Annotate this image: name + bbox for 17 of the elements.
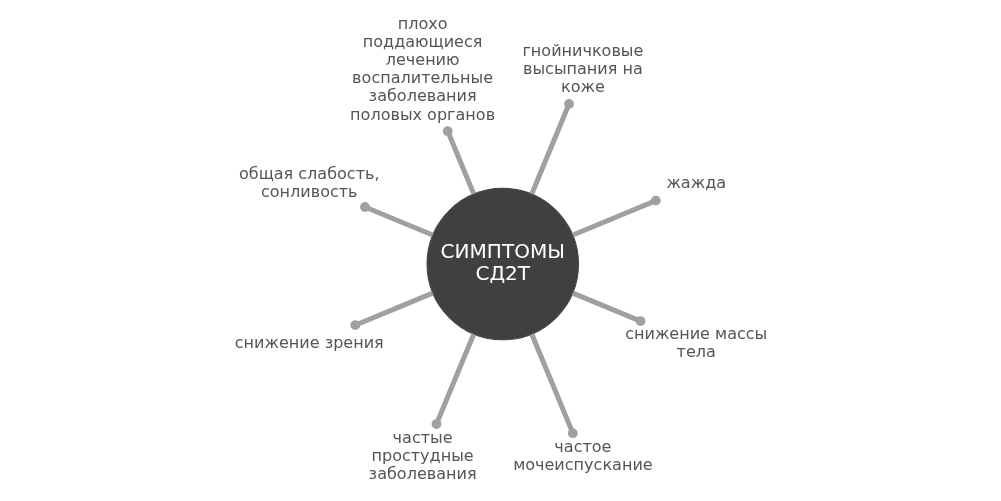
node-text: частое мочеиспускание	[512, 437, 653, 475]
connector	[359, 202, 434, 238]
connector	[431, 333, 476, 429]
node-text: снижение массы тела	[624, 323, 767, 362]
node-text: плохо поддающиеся лечению воспалительные заболевания половых органов	[349, 14, 495, 124]
node-text: жажда	[665, 172, 726, 192]
node-text: общая слабость, сонливость	[238, 163, 380, 201]
connector	[349, 290, 434, 331]
connector	[529, 333, 578, 439]
connector	[571, 195, 661, 238]
connector	[571, 290, 645, 326]
connector	[529, 99, 574, 195]
connector	[442, 126, 476, 195]
node-text: частые простудные заболевания	[368, 428, 477, 484]
node-text: снижение зрения	[234, 333, 384, 352]
node-circle: СИМПТОМЫ СД2Т	[426, 187, 579, 341]
node-text: гнойничковые высыпания на коже	[521, 41, 643, 97]
